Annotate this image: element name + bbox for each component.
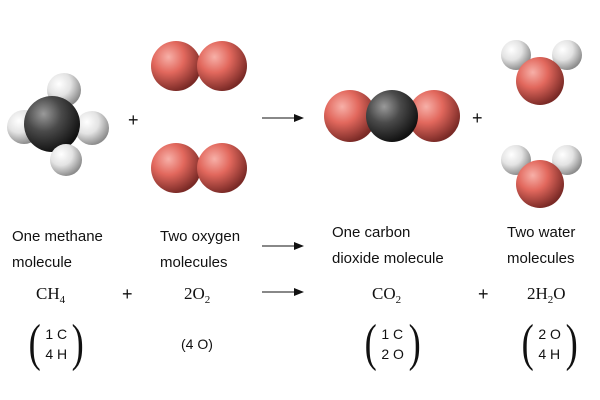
oxygen-atom-count: (4 O) [181, 336, 213, 352]
carbon-dioxide-formula-main: CO [372, 284, 396, 303]
formula-plus-sign: + [122, 284, 133, 304]
hydrogen-atom [75, 111, 109, 145]
methane-molecule [7, 73, 109, 176]
methane-atom-count: ( 1 C 4 H ) [26, 318, 86, 370]
reaction-arrow-labels [262, 242, 304, 250]
hydrogen-atom [552, 145, 582, 175]
plus-sign: + [128, 110, 139, 130]
open-paren: ( [364, 315, 377, 372]
methane-carbon-count: 1 C [45, 326, 68, 342]
open-paren: ( [28, 315, 41, 372]
oxygen-atom [151, 41, 201, 91]
plus-sign: + [472, 108, 483, 128]
methane-label-line-1: One methane [12, 228, 103, 245]
open-paren: ( [521, 315, 534, 372]
methane-formula: CH4 [36, 284, 65, 306]
hydrogen-atom [50, 144, 82, 176]
carbon-dioxide-label-line-2: dioxide molecule [332, 250, 444, 267]
oxygen-atom [151, 143, 201, 193]
close-paren: ) [71, 315, 84, 372]
carbon-dioxide-formula: CO2 [372, 284, 401, 306]
water-formula-subscript: 2 [547, 294, 554, 306]
water-formula-main: 2H [527, 284, 548, 303]
methane-label: One methane molecule [12, 224, 103, 276]
oxygen-formula-main: 2O [184, 284, 205, 303]
methane-formula-main: CH [36, 284, 60, 303]
carbon-dioxide-oxygen-count: 2 O [381, 346, 404, 362]
oxygen-atom [197, 143, 247, 193]
reaction-arrow-top [262, 114, 304, 122]
water-label: Two water molecules [507, 220, 575, 272]
oxygen-formula-subscript: 2 [204, 294, 211, 306]
hydrogen-atom [501, 40, 531, 70]
oxygen-atom [197, 41, 247, 91]
water-formula: 2H2O [527, 284, 566, 306]
carbon-atom [24, 96, 80, 152]
methane-label-line-2: molecule [12, 254, 73, 271]
oxygen-atom [408, 90, 460, 142]
formula-plus-sign: + [478, 284, 489, 304]
oxygen-label-line-1: Two oxygen [160, 228, 241, 245]
reaction-arrow-formulas [262, 288, 304, 296]
water-oxygen-count: 2 O [538, 326, 561, 342]
oxygen-atom [324, 90, 376, 142]
oxygen-label-line-2: molecules [160, 254, 228, 271]
methane-formula-subscript: 4 [59, 294, 66, 306]
carbon-atom [366, 90, 418, 142]
water-formula-suffix: O [553, 284, 566, 303]
water-label-line-2: molecules [507, 250, 575, 267]
carbon-dioxide-label: One carbon dioxide molecule [332, 220, 444, 272]
oxygen-atom [516, 160, 564, 208]
methane-hydrogen-count: 4 H [45, 346, 68, 362]
water-atom-count: ( 2 O 4 H ) [519, 318, 580, 370]
hydrogen-atom [552, 40, 582, 70]
water-molecule-top [501, 40, 582, 105]
oxygen-atom [516, 57, 564, 105]
oxygen-molecule-top [151, 41, 247, 91]
close-paren: ) [565, 315, 578, 372]
water-molecule-bottom [501, 145, 582, 208]
oxygen-molecule-bottom [151, 143, 247, 193]
carbon-dioxide-molecule [324, 90, 460, 142]
carbon-dioxide-atom-count: ( 1 C 2 O ) [362, 318, 423, 370]
carbon-dioxide-formula-subscript: 2 [395, 294, 402, 306]
close-paren: ) [408, 315, 421, 372]
water-hydrogen-count: 4 H [538, 346, 561, 362]
oxygen-label: Two oxygen molecules [160, 224, 240, 276]
water-label-line-1: Two water [507, 224, 576, 241]
carbon-dioxide-carbon-count: 1 C [381, 326, 404, 342]
oxygen-formula: 2O2 [184, 284, 210, 306]
carbon-dioxide-label-line-1: One carbon [332, 224, 411, 241]
